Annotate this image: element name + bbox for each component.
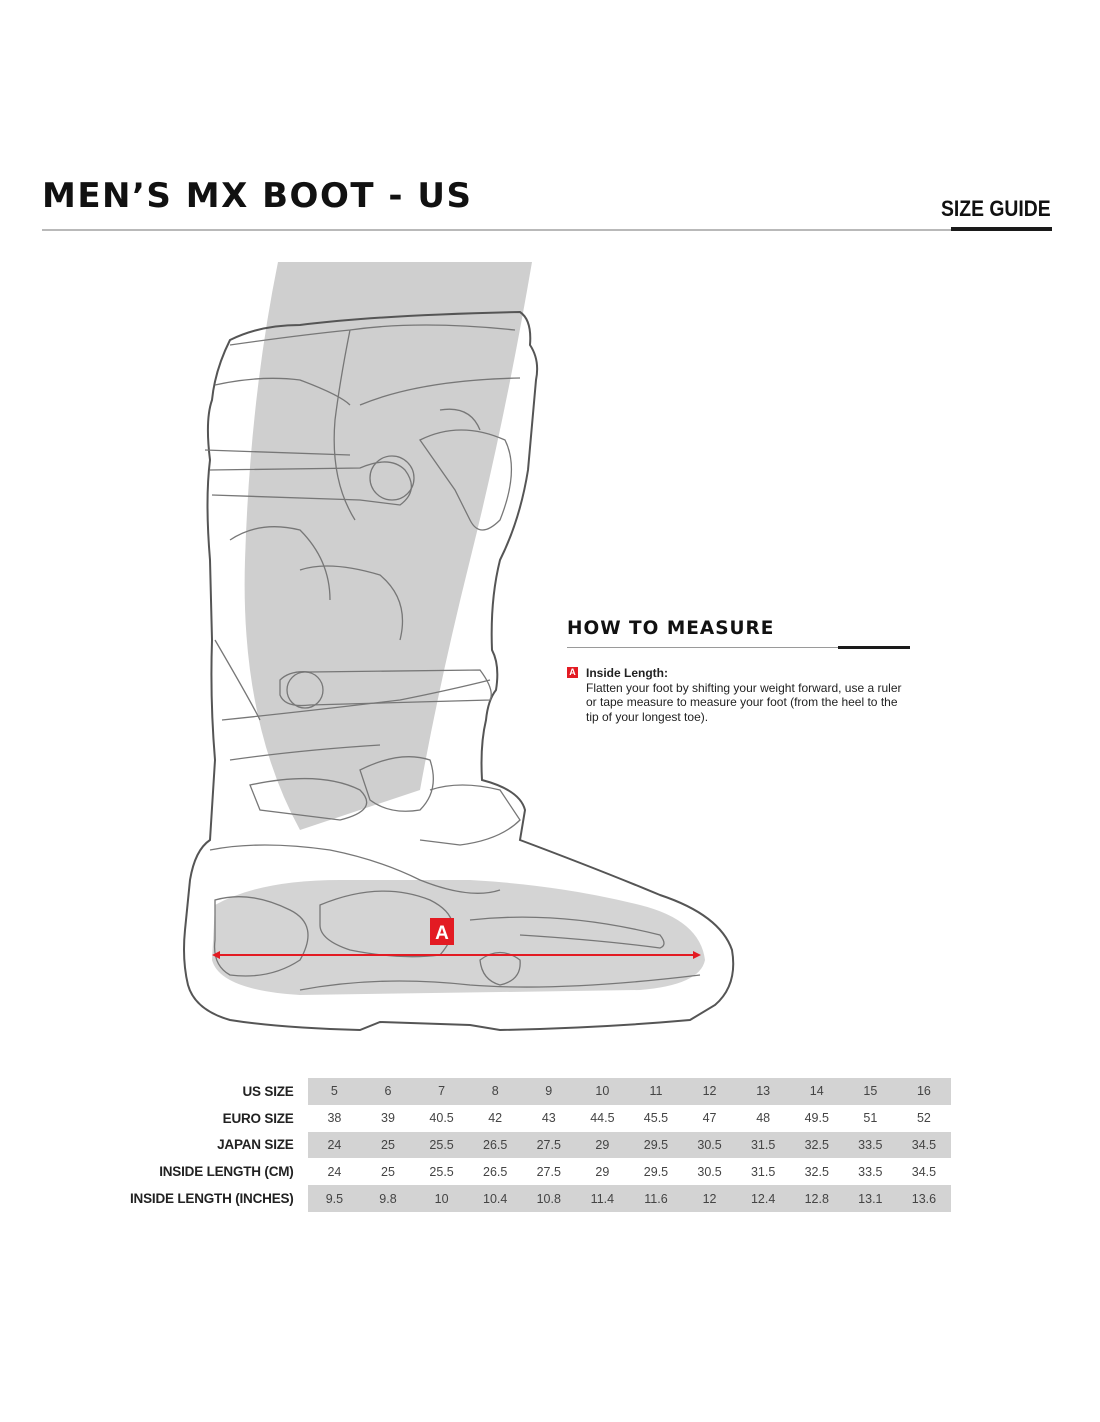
table-cell: 45.5 [643, 1111, 669, 1126]
table-cell: 33.5 [843, 1131, 898, 1159]
table-cell: 34.5 [897, 1131, 951, 1159]
table-row: EURO SIZE 38 39 40.5 42 43 44.5 45.5 47 48 49.5 51 5… [130, 1105, 951, 1132]
boot-outline [183, 310, 735, 1032]
table-cell: 27.5 [536, 1164, 561, 1179]
table-cell: 9.8 [361, 1185, 415, 1212]
table-cell: 31.5 [750, 1164, 776, 1179]
table-cell: 39 [381, 1111, 395, 1126]
table-cell: 26.5 [483, 1164, 508, 1179]
table-cell: 12.8 [789, 1185, 844, 1212]
how-to-measure-panel: HOW TO MEASURE A Inside Length: Flatten … [567, 618, 912, 724]
table-cell: 24 [327, 1164, 342, 1179]
table-cell: 11 [629, 1078, 683, 1105]
title-divider [42, 229, 1052, 231]
measure-item-inside-length: A Inside Length: Flatten your foot by sh… [567, 666, 912, 724]
table-cell: 11.4 [575, 1185, 630, 1212]
table-cell: 8 [468, 1078, 522, 1105]
table-cell: 5 [307, 1078, 362, 1105]
row-label: EURO SIZE [222, 1110, 294, 1126]
table-cell: 29.5 [629, 1131, 683, 1159]
table-cell: 16 [897, 1078, 951, 1105]
table-cell: 47 [702, 1111, 717, 1126]
table-cell: 52 [916, 1111, 931, 1126]
table-cell: 14 [789, 1078, 844, 1105]
table-cell: 30.5 [697, 1164, 722, 1179]
table-cell: 48 [756, 1111, 771, 1126]
table-cell: 32.5 [804, 1164, 829, 1179]
size-guide-underline [951, 227, 1052, 231]
table-cell: 24 [307, 1131, 362, 1159]
table-cell: 29 [595, 1164, 610, 1179]
page-title: MEN’S MX BOOT - US [42, 176, 473, 216]
table-cell: 30.5 [682, 1131, 737, 1159]
row-label: INSIDE LENGTH (CM) [159, 1164, 294, 1180]
measure-item-label: Inside Length: [586, 666, 668, 680]
table-cell: 25 [361, 1131, 415, 1159]
table-cell: 34.5 [911, 1164, 937, 1179]
table-cell: 10.4 [468, 1185, 522, 1212]
table-row: INSIDE LENGTH (CM) 24 25 25.5 26.5 27.5 29 29.5… [130, 1158, 951, 1185]
table-cell: 49.5 [804, 1111, 829, 1126]
table-cell: 25 [381, 1164, 395, 1179]
table-cell: 40.5 [429, 1111, 454, 1126]
table-cell: 38 [327, 1111, 342, 1126]
table-cell: 42 [488, 1111, 503, 1126]
table-cell: 7 [414, 1078, 469, 1105]
foot-shadow [212, 880, 705, 995]
size-guide-label: SIZE GUIDE [941, 196, 1051, 221]
table-cell: 25.5 [414, 1131, 469, 1159]
table-cell: 51 [863, 1111, 878, 1126]
table-cell: 11.6 [629, 1185, 683, 1212]
boot-illustration: A [183, 262, 735, 1032]
table-cell: 10 [414, 1185, 469, 1212]
table-cell: 29 [575, 1131, 630, 1159]
table-cell: 10.8 [521, 1185, 576, 1212]
table-cell: 13.6 [897, 1185, 951, 1212]
table-cell: 26.5 [468, 1131, 522, 1159]
table-cell: 25.5 [429, 1164, 454, 1179]
table-cell: 12.4 [736, 1185, 790, 1212]
how-to-measure-title: HOW TO MEASURE [567, 618, 775, 639]
table-cell: 15 [843, 1078, 898, 1105]
table-cell: 9 [521, 1078, 576, 1105]
row-label: INSIDE LENGTH (INCHES) [130, 1191, 294, 1207]
measure-item-description: Flatten your foot by shifting your weigh… [586, 680, 902, 724]
row-label: US SIZE [242, 1083, 294, 1099]
table-cell: 12 [682, 1185, 737, 1212]
table-cell: 10 [575, 1078, 630, 1105]
svg-text:A: A [435, 923, 449, 944]
row-label: JAPAN SIZE [217, 1137, 294, 1153]
leg-shadow [244, 262, 532, 830]
table-cell: 31.5 [736, 1131, 790, 1159]
table-cell: 13.1 [843, 1185, 898, 1212]
table-cell: 43 [541, 1111, 556, 1126]
table-cell: 12 [682, 1078, 737, 1105]
inside-length-arrow [212, 951, 701, 959]
table-cell: 6 [361, 1078, 415, 1105]
table-cell: 29.5 [643, 1164, 669, 1179]
table-cell: 33.5 [858, 1164, 883, 1179]
table-cell: 13 [736, 1078, 790, 1105]
table-cell: 32.5 [789, 1131, 844, 1159]
table-cell: 9.5 [307, 1185, 362, 1212]
marker-a-badge: A [567, 667, 578, 678]
table-cell: 44.5 [590, 1111, 615, 1126]
table-cell: 27.5 [521, 1131, 576, 1159]
how-to-measure-divider [567, 646, 910, 649]
